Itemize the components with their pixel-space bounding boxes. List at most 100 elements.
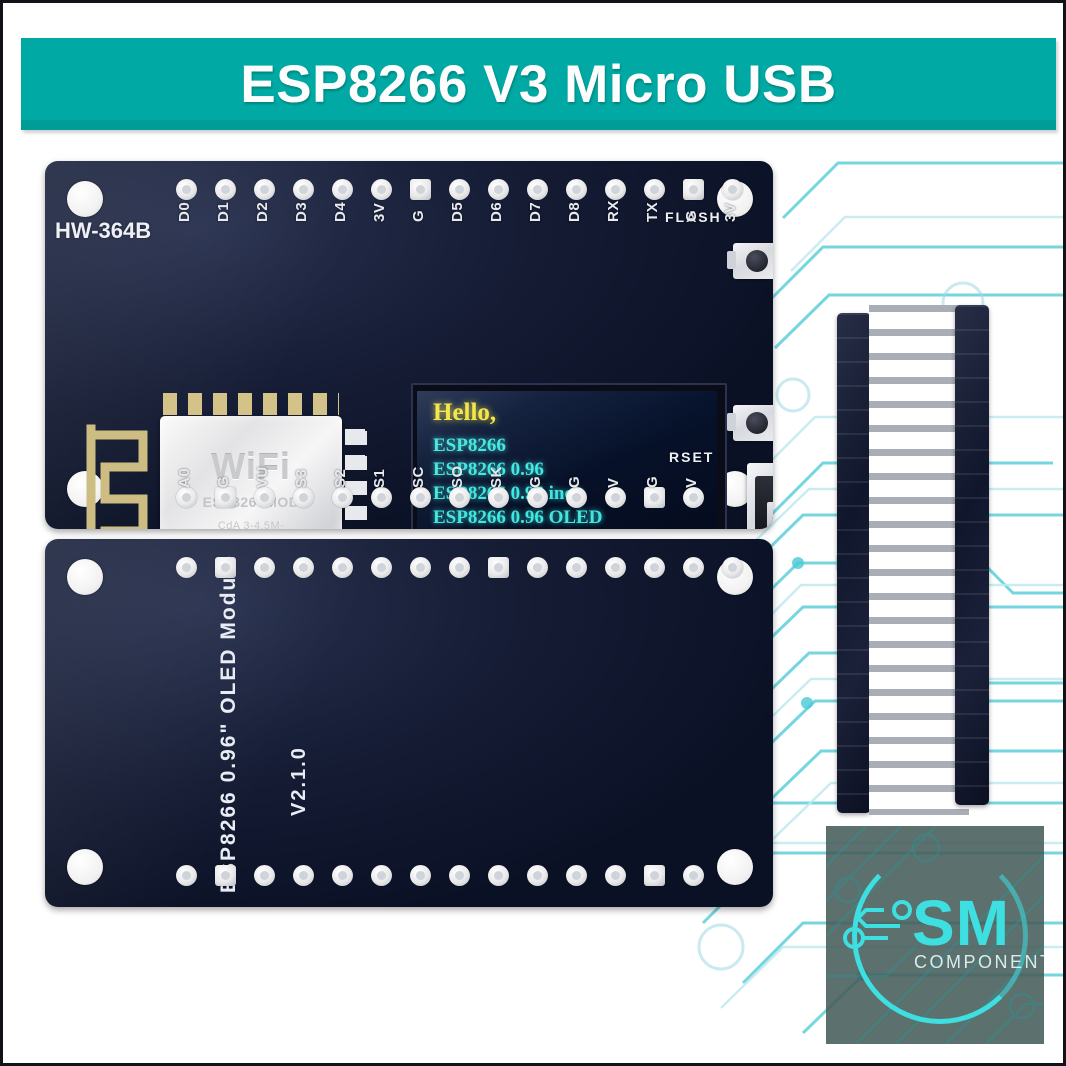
pad-bottom-front-1[interactable] [215, 487, 236, 508]
reset-button[interactable] [727, 405, 773, 441]
pad-bottom-front-3[interactable] [293, 487, 314, 508]
pad-top-front-10[interactable] [566, 179, 587, 200]
pad-bottom-back-2[interactable] [254, 865, 275, 886]
pad-top-front-14[interactable] [722, 179, 743, 200]
pad-hole [533, 493, 542, 502]
pad-top-front-2[interactable] [254, 179, 275, 200]
pad-bottom-front-7[interactable] [449, 487, 470, 508]
pad-bottom-back-0[interactable] [176, 865, 197, 886]
pad-bottom-back-8[interactable] [488, 865, 509, 886]
pad-bottom-front-6[interactable] [410, 487, 431, 508]
pin-label-bottom-g-9: G [527, 475, 544, 488]
pin-label-top-d4-4: D4 [332, 201, 349, 222]
mounting-hole-back-br [717, 849, 753, 885]
pin-label-top-d7-9: D7 [527, 201, 544, 222]
pad-hole [728, 185, 737, 194]
pad-top-front-13[interactable] [683, 179, 704, 200]
flash-button-label: FLASH [665, 209, 722, 225]
pad-top-back-5[interactable] [371, 557, 392, 578]
flash-button-cap[interactable] [746, 250, 768, 272]
pin-label-bottom-s3-3: S3 [293, 468, 310, 488]
oled-line-4: ESP8266 0.96 OLED [433, 507, 602, 529]
pad-hole [728, 563, 737, 572]
pad-hole [182, 493, 191, 502]
pad-top-back-3[interactable] [293, 557, 314, 578]
pad-hole [494, 871, 503, 880]
pin-label-bottom-a0-0: A0 [176, 467, 193, 488]
pad-bottom-back-9[interactable] [527, 865, 548, 886]
pad-bottom-front-12[interactable] [644, 487, 665, 508]
pad-bottom-front-11[interactable] [605, 487, 626, 508]
pad-bottom-back-5[interactable] [371, 865, 392, 886]
pad-top-back-14[interactable] [722, 557, 743, 578]
pad-hole [572, 871, 581, 880]
pad-hole [494, 563, 503, 572]
pad-top-back-2[interactable] [254, 557, 275, 578]
pad-hole [377, 563, 386, 572]
pad-top-back-10[interactable] [566, 557, 587, 578]
pad-top-front-0[interactable] [176, 179, 197, 200]
pin-label-bottom-g-12: G [644, 475, 661, 488]
pad-top-front-12[interactable] [644, 179, 665, 200]
pad-top-back-8[interactable] [488, 557, 509, 578]
pad-top-front-5[interactable] [371, 179, 392, 200]
pad-top-front-1[interactable] [215, 179, 236, 200]
pad-top-front-9[interactable] [527, 179, 548, 200]
mounting-hole-back-bl [67, 849, 103, 885]
pad-bottom-front-8[interactable] [488, 487, 509, 508]
pin-label-bottom-sk-8: SK [488, 466, 505, 488]
pad-top-back-11[interactable] [605, 557, 626, 578]
pad-bottom-back-10[interactable] [566, 865, 587, 886]
pad-hole [455, 493, 464, 502]
pad-top-back-6[interactable] [410, 557, 431, 578]
pad-bottom-back-13[interactable] [683, 865, 704, 886]
pad-top-back-9[interactable] [527, 557, 548, 578]
reset-button-label: RSET [669, 449, 715, 465]
pad-bottom-front-10[interactable] [566, 487, 587, 508]
pad-bottom-front-0[interactable] [176, 487, 197, 508]
pad-top-front-11[interactable] [605, 179, 626, 200]
pad-top-back-1[interactable] [215, 557, 236, 578]
pad-bottom-back-3[interactable] [293, 865, 314, 886]
pad-hole [533, 563, 542, 572]
micro-usb-mouth [755, 476, 773, 529]
pad-bottom-back-12[interactable] [644, 865, 665, 886]
pad-bottom-front-13[interactable] [683, 487, 704, 508]
pin-label-top-g-6: G [410, 209, 427, 222]
pad-hole [416, 493, 425, 502]
pad-top-back-4[interactable] [332, 557, 353, 578]
pad-bottom-back-7[interactable] [449, 865, 470, 886]
pin-label-top-d2-2: D2 [254, 201, 271, 222]
pad-hole [182, 871, 191, 880]
oled-line-1: ESP8266 [433, 435, 506, 457]
pad-top-back-7[interactable] [449, 557, 470, 578]
pad-bottom-back-6[interactable] [410, 865, 431, 886]
pad-bottom-front-9[interactable] [527, 487, 548, 508]
pad-top-front-3[interactable] [293, 179, 314, 200]
pad-top-back-0[interactable] [176, 557, 197, 578]
pin-label-top-g-13: G [683, 209, 700, 222]
pad-hole [533, 185, 542, 194]
pad-top-back-13[interactable] [683, 557, 704, 578]
pad-bottom-back-1[interactable] [215, 865, 236, 886]
pad-top-front-7[interactable] [449, 179, 470, 200]
flash-button[interactable] [727, 243, 773, 279]
pad-bottom-front-5[interactable] [371, 487, 392, 508]
esp8266-board-back: ESP8266 0.96" OLED Module V2.1.0 C4C3C12… [45, 539, 773, 907]
pad-bottom-back-4[interactable] [332, 865, 353, 886]
esp8266-module-can: WiFi ESP8266MOD CdA 3-4.5M- PA +25dBm 80… [160, 416, 342, 529]
logo-node-icon [843, 900, 912, 949]
pad-top-front-6[interactable] [410, 179, 431, 200]
oled-glare [417, 391, 717, 529]
logo-subtitle-text: COMPONENTS [914, 952, 1044, 972]
pad-bottom-back-11[interactable] [605, 865, 626, 886]
reset-button-cap[interactable] [746, 412, 768, 434]
pad-top-front-8[interactable] [488, 179, 509, 200]
pad-top-back-12[interactable] [644, 557, 665, 578]
pad-hole [416, 563, 425, 572]
pad-top-front-4[interactable] [332, 179, 353, 200]
esp8266-board-front: HW-364B WiFi ESP8266MOD CdA 3-4.5M- PA +… [45, 161, 773, 529]
micro-usb-connector[interactable] [747, 463, 773, 529]
pad-bottom-front-4[interactable] [332, 487, 353, 508]
pad-bottom-front-2[interactable] [254, 487, 275, 508]
